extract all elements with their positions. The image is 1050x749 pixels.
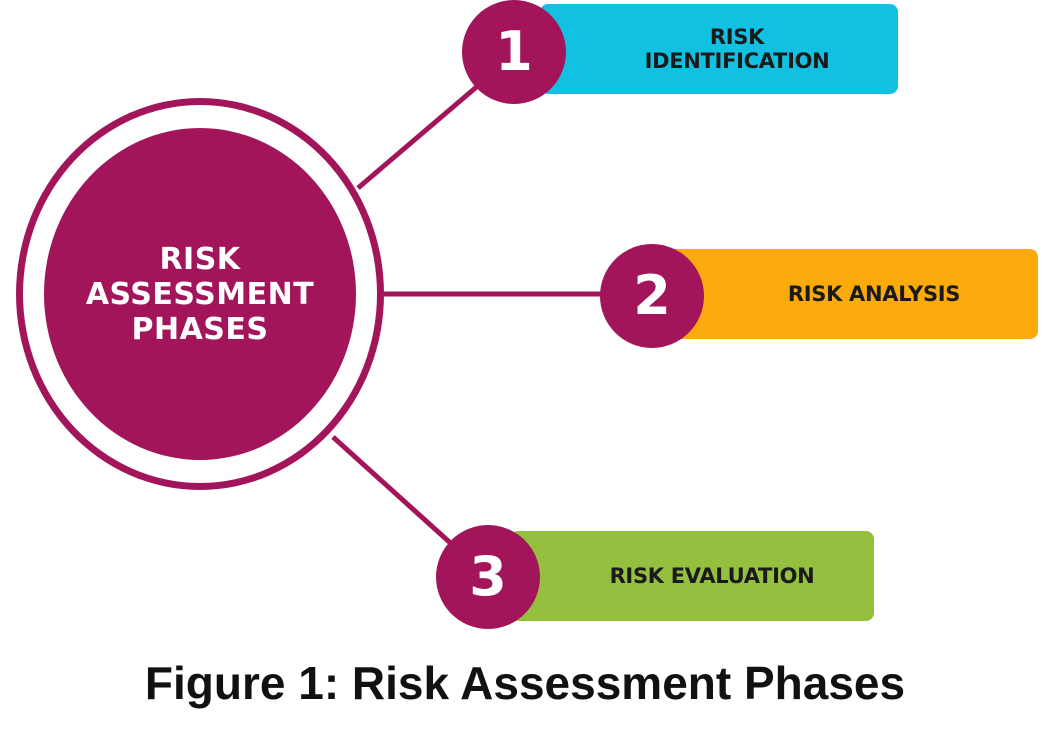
risk-assessment-diagram: RISK ASSESSMENT PHASES RISK IDENTIFICATI… (16, 0, 1038, 629)
phase-1-number: 1 (495, 20, 533, 83)
center-label: RISK ASSESSMENT PHASES (85, 241, 315, 347)
phase-1-label: RISK IDENTIFICATION (644, 25, 830, 73)
phase-3-label: RISK EVALUATION (609, 564, 815, 588)
connector-lines (331, 82, 606, 550)
phase-3-number-badge: 3 (436, 525, 540, 629)
phase-1-number-badge: 1 (462, 0, 566, 104)
connector-line-phase-3 (331, 435, 458, 550)
center-circle: RISK ASSESSMENT PHASES (44, 128, 356, 460)
phase-2-number-badge: 2 (600, 244, 704, 348)
phase-1-bar: RISK IDENTIFICATION (540, 4, 898, 94)
figure-caption: Figure 1: Risk Assessment Phases (144, 657, 906, 709)
phase-2-number: 2 (633, 264, 671, 327)
connector-line-phase-1 (356, 82, 482, 190)
phase-2-label: RISK ANALYSIS (787, 282, 961, 306)
phase-2-bar: RISK ANALYSIS (666, 249, 1038, 339)
phase-3-number: 3 (469, 545, 507, 608)
phase-3-bar: RISK EVALUATION (510, 531, 874, 621)
